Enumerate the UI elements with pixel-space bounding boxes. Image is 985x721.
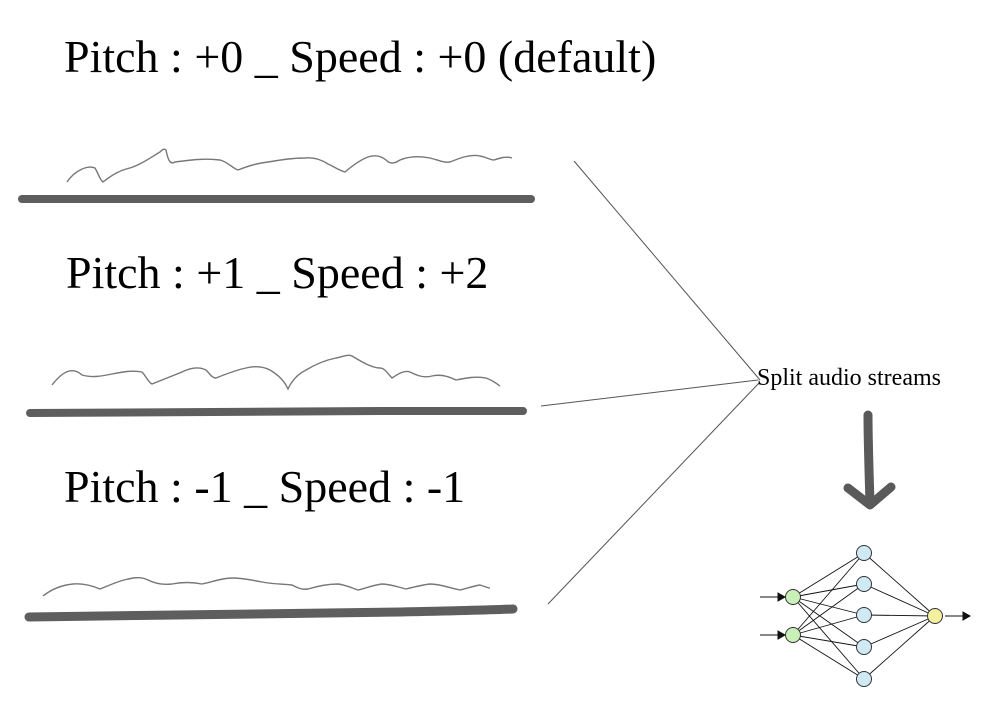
audio-stream-3 — [24, 577, 518, 622]
connector-line-3 — [547, 381, 761, 605]
audio-bar-3 — [24, 604, 518, 622]
network-nodes — [785, 545, 943, 687]
waveform-1 — [66, 148, 513, 183]
input-node — [785, 627, 801, 643]
split-audio-label: Split audio streams — [757, 365, 941, 391]
audio-stream-2 — [26, 354, 527, 417]
hidden-node — [856, 671, 872, 687]
connector-line-1 — [573, 160, 761, 381]
stream-label-default: Pitch : +0 _ Speed : +0 (default) — [64, 31, 657, 82]
network-input-arrows — [760, 592, 972, 640]
audio-stream-1 — [18, 148, 535, 204]
connector-lines — [540, 160, 761, 605]
input-node — [785, 589, 801, 605]
waveform-3 — [42, 577, 491, 597]
waveform-2 — [51, 354, 501, 391]
hidden-node — [856, 607, 872, 623]
neural-network-icon — [760, 545, 972, 687]
down-arrow-icon — [843, 410, 896, 510]
hidden-node — [856, 545, 872, 561]
hidden-node — [856, 639, 872, 655]
output-node — [927, 608, 943, 624]
hidden-node — [856, 576, 872, 592]
stream-label-pitch-up: Pitch : +1 _ Speed : +2 — [66, 247, 489, 298]
stream-label-pitch-down: Pitch : -1 _ Speed : -1 — [64, 461, 466, 512]
connector-line-2 — [540, 379, 759, 407]
audio-bar-2 — [26, 406, 527, 417]
network-connections — [792, 552, 936, 680]
